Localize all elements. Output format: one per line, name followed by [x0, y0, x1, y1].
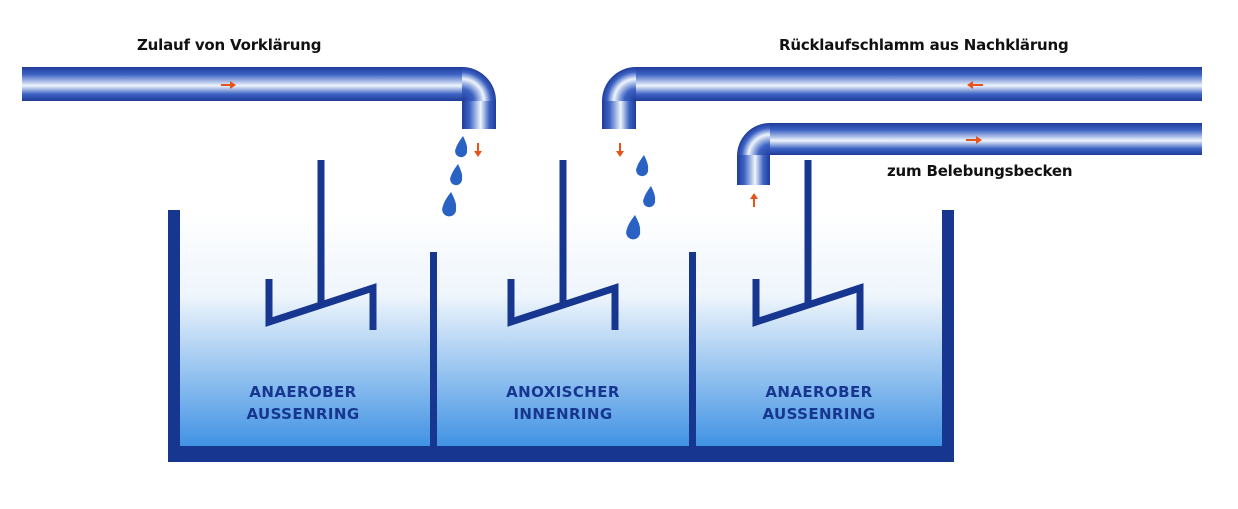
water-drop-icon — [442, 192, 457, 217]
chamber-label-middle: ANOXISCHER INNENRING — [478, 381, 648, 425]
tank-right-wall — [942, 210, 954, 462]
chamber-name-line1: ANAEROBER — [765, 383, 873, 401]
water-drop-icon — [636, 155, 649, 177]
flow-arrow-icon — [750, 193, 758, 207]
chamber-name-line1: ANOXISCHER — [506, 383, 620, 401]
flow-arrow-icon — [616, 143, 624, 157]
water-drop-icon — [626, 215, 641, 240]
flow-arrow-icon — [966, 136, 982, 144]
aeration-pipe — [737, 123, 1202, 185]
tank-walls — [168, 210, 954, 462]
stirrers — [265, 160, 864, 330]
return-sludge-pipe — [602, 67, 1202, 129]
flow-arrow-icon — [474, 143, 482, 157]
tank-partition-left — [430, 252, 437, 448]
tank-partition-right — [689, 252, 696, 448]
tank-left-wall — [168, 210, 180, 462]
chamber-label-left: ANAEROBER AUSSENRING — [218, 381, 388, 425]
tank-floor — [168, 446, 954, 462]
chamber-label-right: ANAEROBER AUSSENRING — [734, 381, 904, 425]
flow-arrow-icon — [967, 81, 983, 89]
chamber-name-line2: AUSSENRING — [762, 405, 876, 423]
inflow-pipe — [22, 67, 496, 129]
water-drop-icon — [643, 186, 656, 208]
water-drop-icon — [450, 164, 463, 186]
return-sludge-label: Rücklaufschlamm aus Nachklärung — [779, 36, 1069, 54]
chamber-name-line2: AUSSENRING — [246, 405, 360, 423]
chamber-name-line1: ANAEROBER — [249, 383, 357, 401]
water-drop-icon — [455, 136, 468, 158]
flow-arrows — [221, 81, 983, 207]
stirrer-icon — [507, 160, 619, 330]
stirrer-icon — [752, 160, 864, 330]
inflow-label: Zulauf von Vorklärung — [137, 36, 322, 54]
flow-arrow-icon — [221, 81, 236, 89]
aeration-label: zum Belebungsbecken — [887, 162, 1073, 180]
drops — [442, 136, 656, 240]
chamber-name-line2: INNENRING — [513, 405, 613, 423]
stirrer-icon — [265, 160, 377, 330]
